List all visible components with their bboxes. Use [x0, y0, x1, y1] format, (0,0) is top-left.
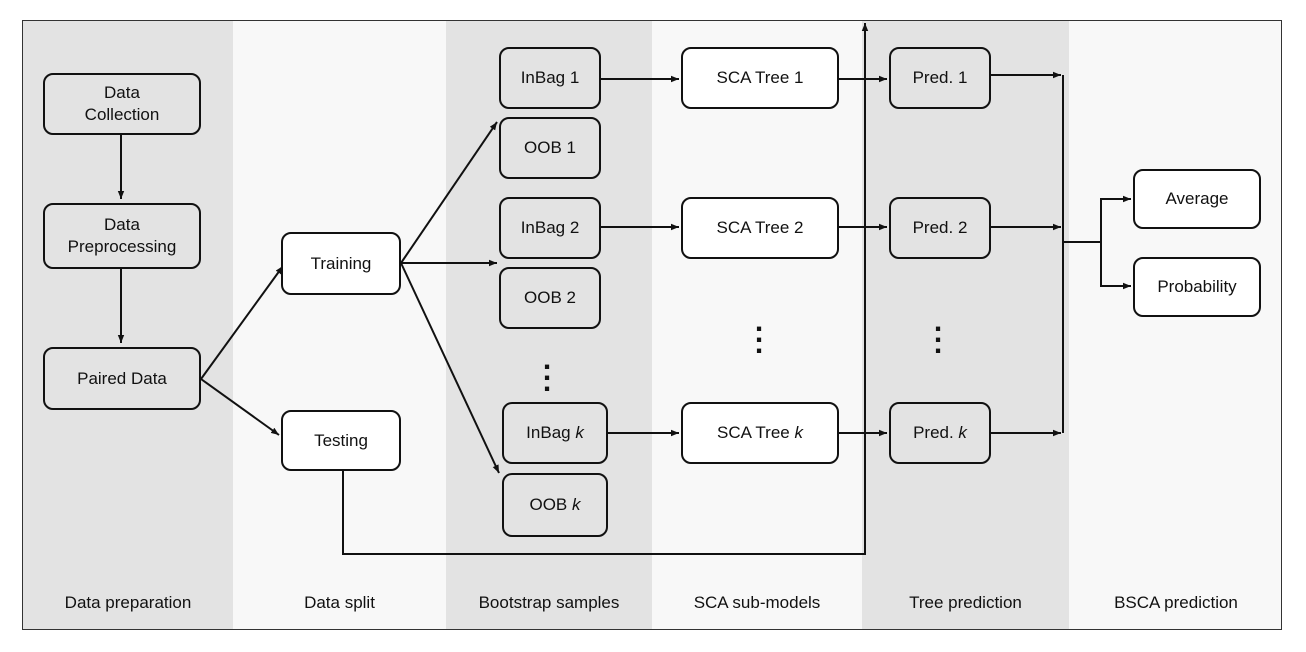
node-sca-tree-1: SCA Tree 1: [681, 47, 839, 109]
column-label-tree-prediction: Tree prediction: [909, 593, 1022, 612]
edges-layer: [117, 23, 1131, 555]
node-sca-tree-k: SCA Tree k: [681, 402, 839, 464]
edge-paired-to-testing: [200, 378, 280, 436]
diagram-frame: Data preparation Data split Bootstrap sa…: [22, 20, 1282, 630]
node-data-collection: Data Collection: [43, 73, 201, 135]
ellipsis-bootstrap: ...: [542, 343, 552, 398]
node-sca-tree-k-prefix: SCA Tree: [717, 423, 795, 442]
column-label-bsca-prediction: BSCA prediction: [1114, 593, 1238, 612]
node-training: Training: [281, 232, 401, 295]
node-oob-k-var: k: [572, 495, 581, 514]
node-testing: Testing: [281, 410, 401, 471]
node-inbag-2: InBag 2: [499, 197, 601, 259]
edge-training-to-inbagk: [400, 262, 500, 474]
node-pred-k: Pred. k: [889, 402, 991, 464]
node-data-preprocessing: Data Preprocessing: [43, 203, 201, 269]
edge-testing-to-trees: [342, 23, 869, 555]
edge-agg-to-average: [1100, 195, 1131, 242]
column-data-split: [233, 21, 446, 629]
node-pred-k-var: k: [958, 423, 967, 442]
node-sca-tree-2: SCA Tree 2: [681, 197, 839, 259]
column-sca-sub-models: [652, 21, 862, 629]
column-bsca-prediction: [1069, 21, 1281, 629]
column-label-bootstrap-samples: Bootstrap samples: [478, 593, 620, 612]
column-label-sca-sub-models: SCA sub-models: [693, 593, 821, 612]
node-pred-1: Pred. 1: [889, 47, 991, 109]
node-inbag-1: InBag 1: [499, 47, 601, 109]
node-oob-1: OOB 1: [499, 117, 601, 179]
node-pred-k-prefix: Pred.: [913, 423, 959, 442]
column-label-data-split: Data split: [304, 593, 375, 612]
node-sca-tree-k-var: k: [794, 423, 803, 442]
column-tree-prediction: [862, 21, 1069, 629]
edge-paired-to-training: [200, 265, 284, 380]
node-inbag-k-prefix: InBag: [526, 423, 576, 442]
node-paired-data: Paired Data: [43, 347, 201, 410]
node-pred-2: Pred. 2: [889, 197, 991, 259]
node-inbag-k: InBag k: [502, 402, 608, 464]
edge-agg-to-probability: [1100, 242, 1131, 290]
node-probability: Probability: [1133, 257, 1261, 317]
column-label-data-preparation: Data preparation: [64, 593, 192, 612]
node-oob-2: OOB 2: [499, 267, 601, 329]
node-oob-k: OOB k: [502, 473, 608, 537]
node-inbag-k-var: k: [575, 423, 584, 442]
node-oob-k-prefix: OOB: [529, 495, 572, 514]
node-average: Average: [1133, 169, 1261, 229]
ellipsis-sca-trees: ...: [754, 305, 764, 360]
edge-training-to-oob1: [400, 121, 498, 264]
ellipsis-predictions: ...: [933, 305, 943, 360]
